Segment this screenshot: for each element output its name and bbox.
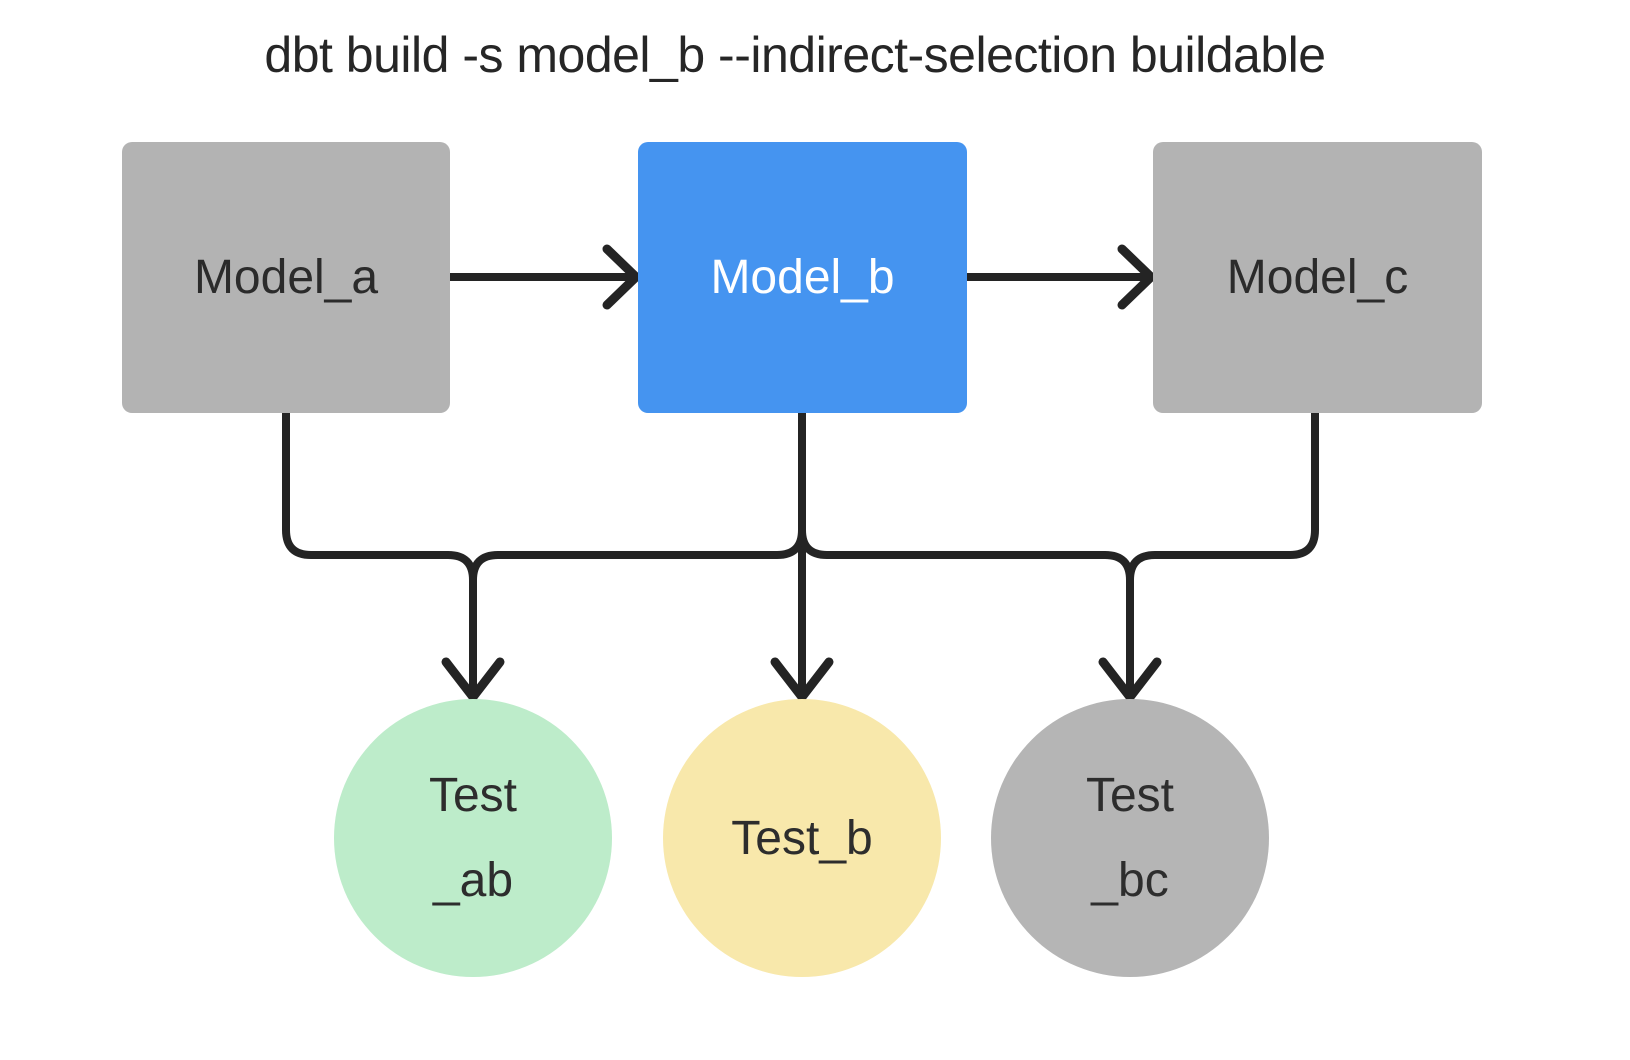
node-test-ab-label-line1: Test: [428, 769, 518, 822]
node-model-a: Model_a: [122, 142, 450, 413]
node-test-bc: Test _bc: [991, 699, 1269, 977]
node-test-ab-label-line2: _ab: [432, 854, 514, 907]
node-test-bc-label-line2: _bc: [1091, 854, 1169, 907]
edge-model-b-to-test-bc: [798, 413, 1134, 693]
edge-test-b-arrowhead: [770, 657, 834, 702]
node-test-b: Test_b: [663, 699, 941, 977]
edge-model-b-to-model-c-arrowhead: [1117, 244, 1156, 310]
node-model-b-label: Model_b: [710, 251, 895, 304]
edge-model-a-to-model-b-arrowhead: [602, 244, 641, 310]
edge-model-c-to-test-bc: [1126, 413, 1319, 693]
node-test-ab: Test _ab: [334, 699, 612, 977]
node-test-bc-label-line1: Test: [1085, 769, 1175, 822]
node-model-a-label: Model_a: [193, 251, 379, 304]
node-model-c: Model_c: [1153, 142, 1482, 413]
diagram-title: dbt build -s model_b --indirect-selectio…: [264, 27, 1326, 83]
edge-model-a-to-test-ab: [282, 413, 477, 693]
node-model-b: Model_b: [638, 142, 967, 413]
node-test-b-label-line1: Test_b: [731, 811, 873, 865]
edge-test-bc-arrowhead: [1098, 657, 1162, 702]
edge-test-ab-arrowhead: [441, 657, 505, 702]
node-model-c-label: Model_c: [1226, 251, 1409, 304]
edge-model-b-to-test-ab: [469, 413, 806, 693]
